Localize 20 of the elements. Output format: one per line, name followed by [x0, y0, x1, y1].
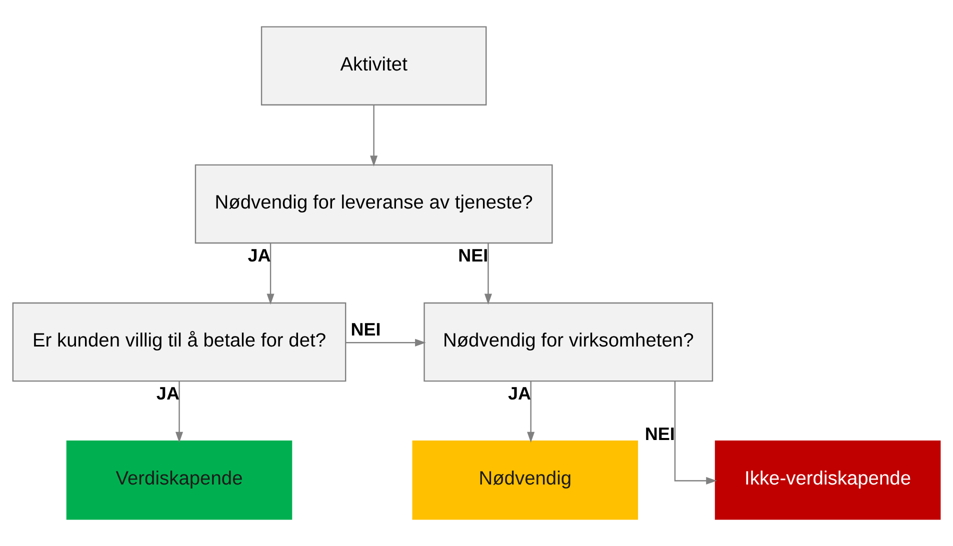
edge-label: NEI: [644, 424, 675, 444]
arrow: [266, 243, 274, 305]
node-box: Nødvendig: [412, 440, 638, 520]
node-box: Nødvendig for leveranse av tjeneste?: [194, 164, 553, 244]
arrow: [674, 381, 717, 485]
edge-label: JA: [248, 246, 271, 266]
edge-label: NEI: [458, 246, 488, 266]
node-box: Aktivitet: [260, 26, 487, 106]
arrow: [527, 381, 535, 443]
arrow: [370, 105, 378, 166]
edge-label: JA: [508, 384, 532, 404]
edge-label: NEI: [350, 319, 381, 340]
arrow: [175, 381, 184, 443]
arrow: [346, 338, 426, 346]
arrow: [484, 243, 492, 305]
node-box: Nødvendig for virksomheten?: [424, 302, 714, 382]
edge-label: JA: [156, 384, 180, 404]
node-box: Verdiskapende: [66, 440, 292, 520]
node-box: Er kunden villig til å betale for det?: [12, 302, 346, 382]
node-box: Ikke-verdiskapende: [714, 440, 941, 520]
